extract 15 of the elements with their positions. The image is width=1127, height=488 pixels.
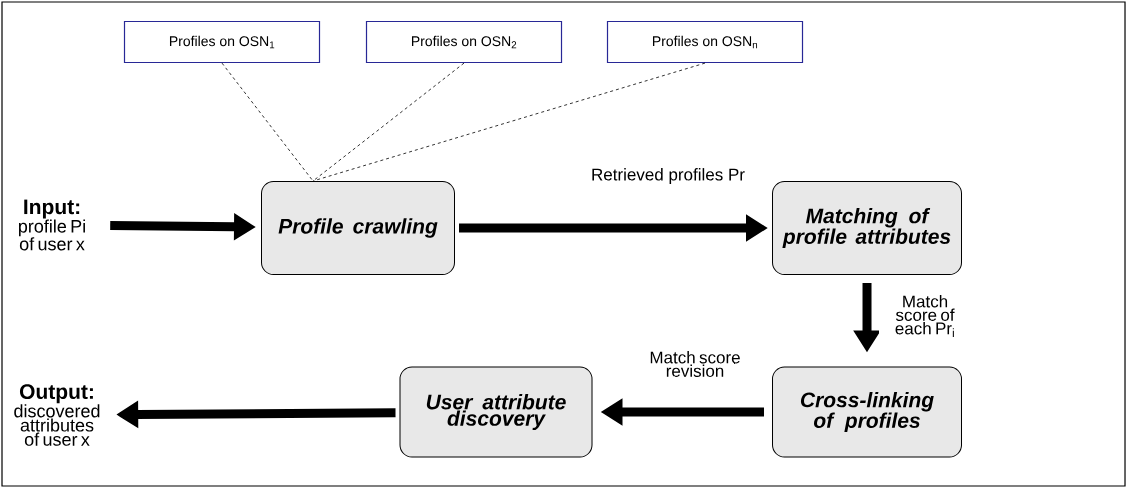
dashed-line [312,62,706,182]
edge-label: Retrieved profiles Pr [590,167,746,185]
io-text: Input: profile Pi of user x [19,199,85,251]
process-box: Cross-linking of profiles [772,366,962,458]
io-text: Output: discovered attributes of user x [14,384,100,446]
source-box: Profiles on OSN$_{2}$ [365,20,563,64]
source-box: Profiles on OSN$_{1}$ [123,20,321,64]
source-box: Profiles on OSN$_{n}$ [606,20,804,64]
edge-label: Match score revision [639,350,751,378]
process-box: User attribute discovery [399,366,593,458]
dashed-line [312,62,465,182]
process-box: Profile crawling [261,181,455,275]
edge-label: Match score of each Pr$_{i}$ [879,294,971,338]
dashed-line [221,62,314,182]
process-box: Matching of profile attributes [772,181,962,275]
